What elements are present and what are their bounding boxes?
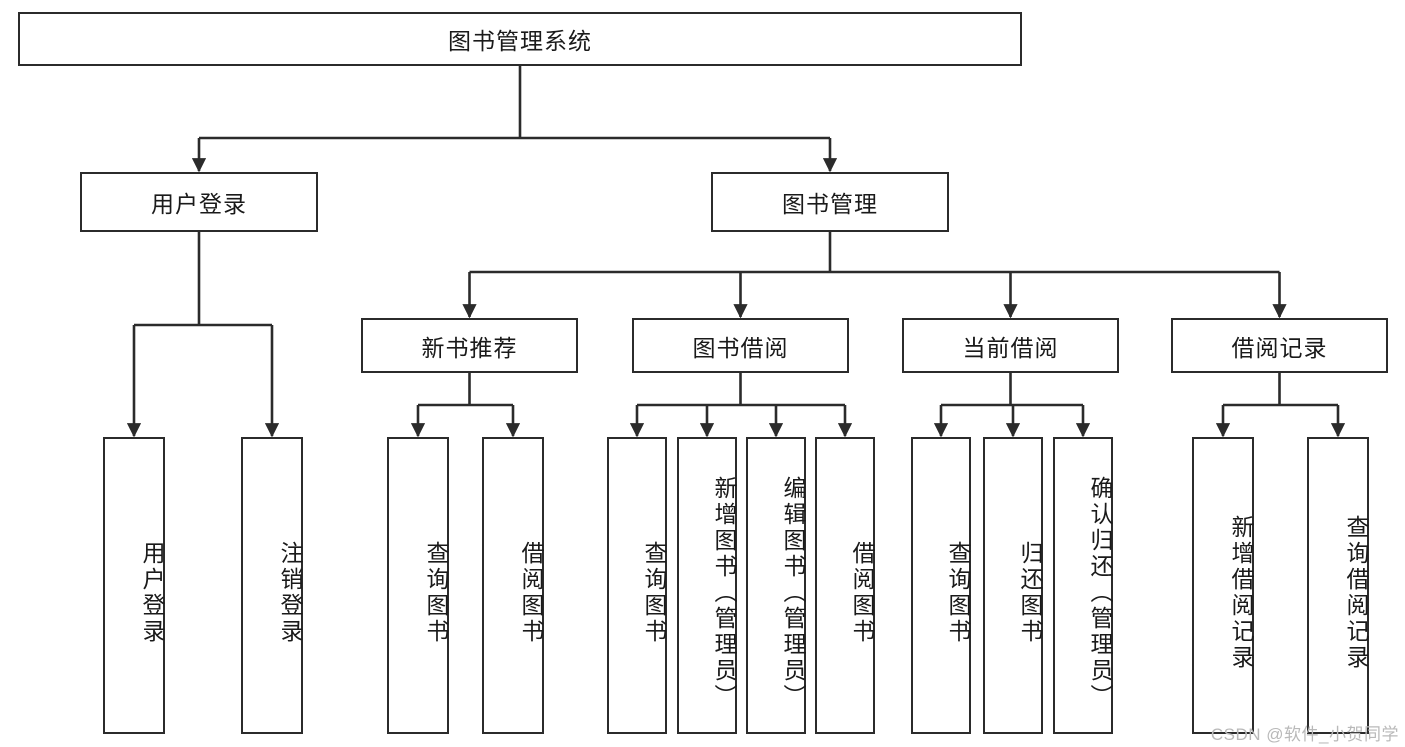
node-leaf-borrow-book-1[interactable]: 借阅图书 bbox=[482, 437, 544, 734]
node-leaf-edit-book[interactable]: 编辑图书（管理员） bbox=[746, 437, 806, 734]
node-leaf-query-book-1[interactable]: 查询图书 bbox=[387, 437, 449, 734]
node-leaf-confirm-return[interactable]: 确认归还（管理员） bbox=[1053, 437, 1113, 734]
node-book-manage[interactable]: 图书管理 bbox=[711, 172, 949, 232]
node-label: 查询图书 bbox=[945, 540, 971, 645]
node-label: 当前借阅 bbox=[962, 334, 1059, 361]
node-leaf-add-book[interactable]: 新增图书（管理员） bbox=[677, 437, 737, 734]
node-label: 用户登录 bbox=[151, 191, 247, 217]
node-label: 新增借阅记录 bbox=[1228, 514, 1254, 671]
node-label: 新书推荐 bbox=[421, 334, 518, 361]
node-root[interactable]: 图书管理系统 bbox=[18, 12, 1022, 66]
node-borrow-record[interactable]: 借阅记录 bbox=[1171, 318, 1388, 373]
node-label: 借阅记录 bbox=[1231, 334, 1328, 361]
node-user-login[interactable]: 用户登录 bbox=[80, 172, 318, 232]
node-leaf-user-login[interactable]: 用户登录 bbox=[103, 437, 165, 734]
node-label: 编辑图书（管理员） bbox=[780, 475, 806, 710]
node-label: 图书借阅 bbox=[692, 334, 789, 361]
node-label: 图书管理 bbox=[782, 191, 878, 217]
node-label: 图书管理系统 bbox=[448, 28, 592, 54]
node-label: 借阅图书 bbox=[518, 540, 544, 645]
node-label: 查询图书 bbox=[641, 540, 667, 645]
node-current-borrow[interactable]: 当前借阅 bbox=[902, 318, 1119, 373]
node-label: 确认归还（管理员） bbox=[1087, 475, 1113, 710]
node-label: 新增图书（管理员） bbox=[711, 475, 737, 710]
node-leaf-query-record[interactable]: 查询借阅记录 bbox=[1307, 437, 1369, 734]
node-label: 查询图书 bbox=[423, 540, 449, 645]
node-label: 查询借阅记录 bbox=[1343, 514, 1369, 671]
node-book-borrow[interactable]: 图书借阅 bbox=[632, 318, 849, 373]
node-label: 注销登录 bbox=[277, 540, 303, 645]
node-leaf-return-book[interactable]: 归还图书 bbox=[983, 437, 1043, 734]
csdn-watermark: CSDN @软件_小贺同学 bbox=[1210, 725, 1399, 744]
node-leaf-borrow-book-2[interactable]: 借阅图书 bbox=[815, 437, 875, 734]
node-leaf-add-record[interactable]: 新增借阅记录 bbox=[1192, 437, 1254, 734]
node-label: 归还图书 bbox=[1017, 540, 1043, 645]
node-leaf-query-book-2[interactable]: 查询图书 bbox=[607, 437, 667, 734]
node-label: 借阅图书 bbox=[849, 540, 875, 645]
node-leaf-query-book-3[interactable]: 查询图书 bbox=[911, 437, 971, 734]
node-label: 用户登录 bbox=[139, 540, 165, 645]
node-new-book-rec[interactable]: 新书推荐 bbox=[361, 318, 578, 373]
node-leaf-user-logout[interactable]: 注销登录 bbox=[241, 437, 303, 734]
